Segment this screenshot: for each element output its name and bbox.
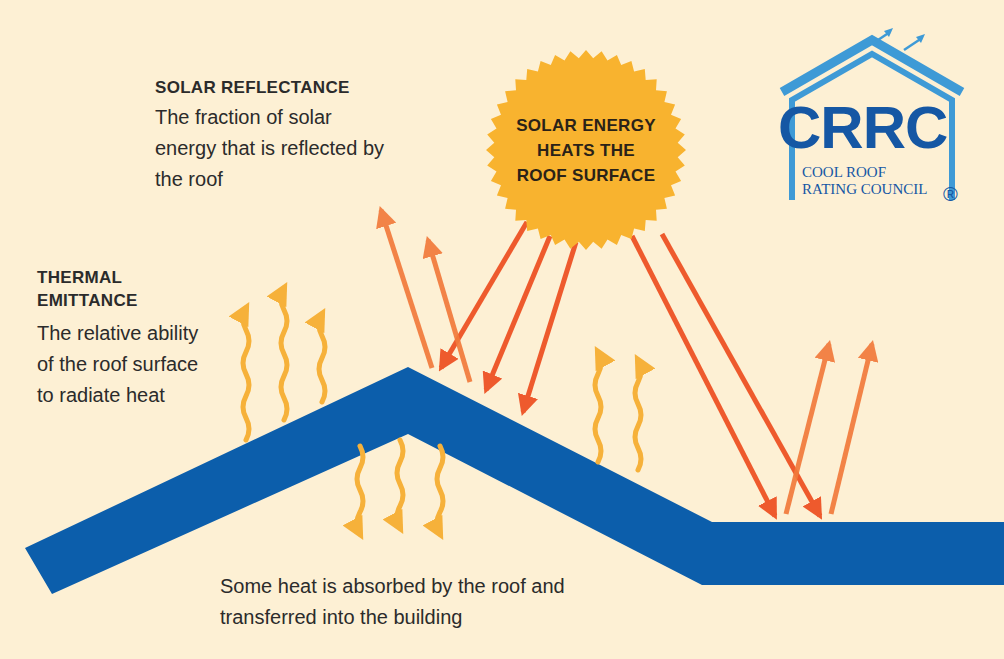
registered-mark: ® <box>943 183 967 205</box>
section-heading: THERMAL EMITTANCE <box>37 266 177 312</box>
heat-wave-arrow <box>397 440 403 528</box>
description-text: Some heat is absorbed by the roof and tr… <box>220 571 600 633</box>
logo-arrows <box>872 28 925 50</box>
logo-wordmark: CRRC <box>778 96 948 160</box>
heat-wave-arrow <box>243 308 249 440</box>
description-text: The fraction of solar energy that is ref… <box>155 102 385 195</box>
heat-wave-arrow <box>281 288 287 420</box>
heat-wave-arrow <box>357 446 363 534</box>
reflected-rays <box>381 210 872 514</box>
logo-subtitle: COOL ROOF RATING COUNCIL <box>802 164 944 198</box>
heat-wave-arrow <box>595 352 601 462</box>
section-heading: SOLAR REFLECTANCE <box>155 76 415 99</box>
heat-waves <box>243 288 641 534</box>
solar-rays <box>441 222 820 516</box>
heat-wave-arrow <box>635 360 641 470</box>
description-text: The relative ability of the roof surface… <box>37 318 205 411</box>
heat-wave-arrow <box>437 446 443 534</box>
heat-wave-arrow <box>319 314 325 402</box>
sun-node: SOLAR ENERGY HEATS THE ROOF SURFACE <box>482 46 690 254</box>
sun-text: SOLAR ENERGY HEATS THE ROOF SURFACE <box>511 113 661 188</box>
